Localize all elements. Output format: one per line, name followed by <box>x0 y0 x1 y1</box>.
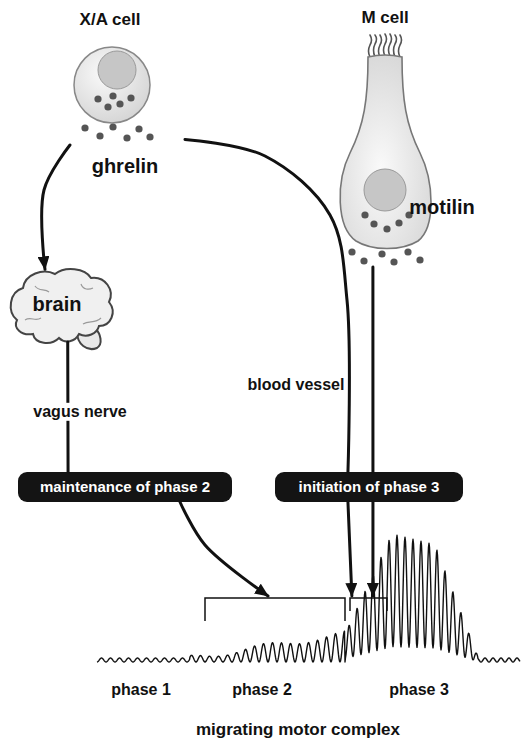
microvilli <box>369 34 402 57</box>
cell-body <box>340 55 431 249</box>
phase-bracket <box>205 598 345 621</box>
phase-label: phase 1 <box>111 681 171 699</box>
node-label: X/A cell <box>80 10 141 30</box>
node-label: phase 3 <box>389 681 449 699</box>
phase-box: initiation of phase 3 <box>275 472 463 502</box>
cell-nucleus <box>98 51 136 89</box>
signal-arrow <box>42 145 70 269</box>
signal-arrow <box>185 139 349 472</box>
cell-illustration: M cell <box>330 5 440 267</box>
granules <box>81 92 153 141</box>
cell-illustration: X/A cell <box>55 5 185 145</box>
motor-complex-chart: phase 1 phase 2 phase 3 migrating motor com… <box>90 596 520 746</box>
node-label: initiation of phase 3 <box>299 478 440 495</box>
signal-arrow <box>371 502 374 596</box>
hormone-label: motilin <box>409 196 475 219</box>
brain-folds <box>25 284 101 324</box>
signal-arrow <box>180 502 268 596</box>
node-label: migrating motor complex <box>196 720 400 740</box>
node-label: brain <box>33 293 82 316</box>
brain-illustration: brain <box>5 262 117 354</box>
node-label: M cell <box>361 8 408 28</box>
phase-bracket <box>350 598 387 611</box>
cell-nucleus <box>364 169 406 211</box>
pathway-label: blood vessel <box>246 376 347 394</box>
hormone-label: ghrelin <box>92 155 159 178</box>
node-label: phase 2 <box>232 681 292 699</box>
cell-drawing <box>330 5 440 267</box>
node-label: maintenance of phase 2 <box>40 478 210 495</box>
cell-body <box>74 47 150 123</box>
signal-arrow <box>371 267 374 472</box>
signal-arrow <box>348 502 352 596</box>
phase-box: maintenance of phase 2 <box>18 472 232 502</box>
granules <box>348 211 423 265</box>
pathway-label: vagus nerve <box>31 403 128 421</box>
brain-outline <box>11 269 113 343</box>
motility-trace <box>97 535 520 662</box>
